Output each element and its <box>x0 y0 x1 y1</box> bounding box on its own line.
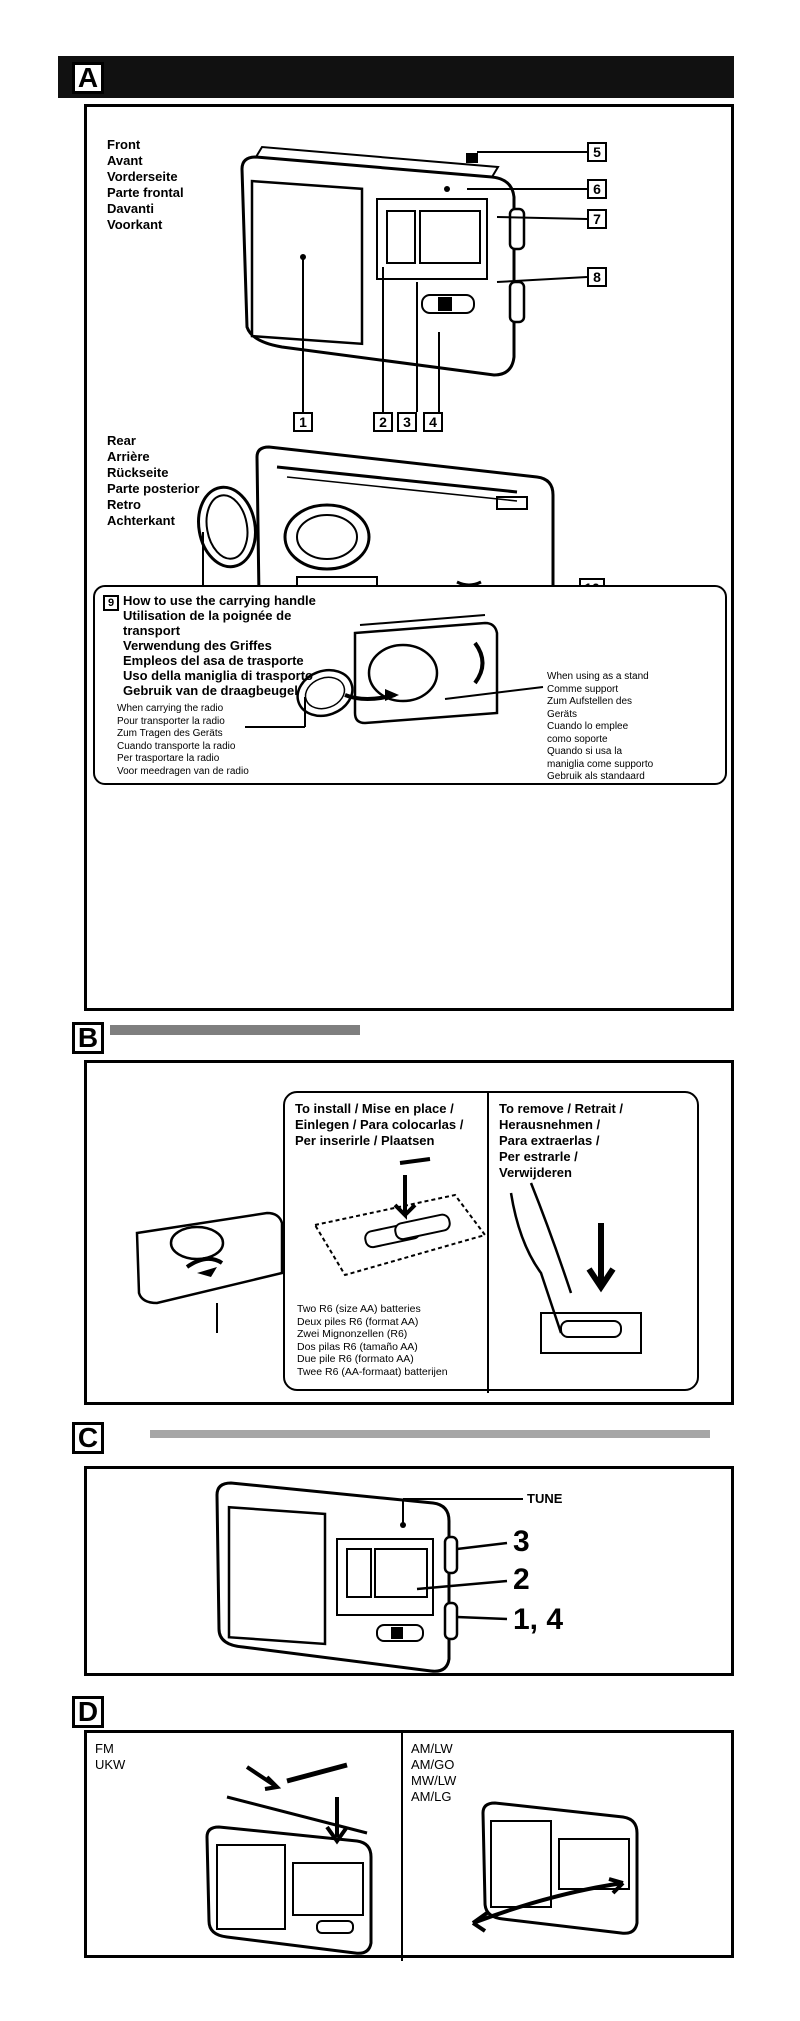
handle-stand-text: When using as a stand Comme support Zum … <box>547 671 654 782</box>
install-title: To install / Mise en place / Einlegen / … <box>295 1101 464 1148</box>
install-battery-illustration <box>313 1157 487 1277</box>
section-d-letter: D <box>72 1696 104 1728</box>
callout-1: 1 <box>293 412 313 432</box>
section-b-letter: B <box>72 1022 104 1054</box>
tuning-callout-lines <box>402 1498 523 1621</box>
callout-5: 5 <box>587 142 607 162</box>
section-d-panel: FM UKW AM/LW AM/GO MW/LW AM/LG <box>84 1730 734 1961</box>
remove-title: To remove / Retrait / Herausnehmen / Par… <box>499 1101 624 1180</box>
tuning-step-3: 3 <box>513 1525 530 1558</box>
install-remove-divider <box>487 1093 489 1393</box>
section-b-scan-noise <box>110 1025 360 1035</box>
callout-3: 3 <box>397 412 417 432</box>
callout-8: 8 <box>587 267 607 287</box>
radio-front-illustration <box>240 145 526 377</box>
handle-illustration <box>296 614 499 725</box>
section-c-panel: TUNE 3 2 1, 4 <box>84 1466 734 1676</box>
callout-7: 7 <box>587 209 607 229</box>
callout-4: 4 <box>423 412 443 432</box>
section-a-letter: A <box>72 62 104 94</box>
fm-am-divider <box>401 1733 403 1961</box>
section-a-header-bar <box>58 56 734 98</box>
battery-compartment-illustration <box>135 1211 284 1333</box>
am-labels: AM/LW AM/GO MW/LW AM/LG <box>411 1741 457 1804</box>
section-c-scan-noise <box>150 1430 710 1438</box>
remove-battery-illustration <box>509 1182 642 1354</box>
front-callout-lines <box>302 151 588 412</box>
section-b-panel: To install / Mise en place / Einlegen / … <box>84 1060 734 1405</box>
tune-label: TUNE <box>527 1491 563 1506</box>
section-c-letter: C <box>72 1422 104 1454</box>
handle-carry-text: When carrying the radio Pour transporter… <box>117 703 249 777</box>
rear-labels: Rear Arrière Rückseite Parte posterior R… <box>107 433 200 528</box>
handle-title: How to use the carrying handle Utilisati… <box>123 593 316 698</box>
callout-9: 9 <box>103 595 119 611</box>
am-orientation-illustration <box>471 1801 639 1935</box>
tuning-step-1-4: 1, 4 <box>513 1603 564 1636</box>
fm-antenna-illustration <box>205 1762 373 1955</box>
tuning-step-2: 2 <box>513 1563 530 1596</box>
fm-labels: FM UKW <box>95 1741 126 1772</box>
carrying-handle-box: 9 How to use the carrying handle Utilisa… <box>93 585 727 785</box>
section-a-panel: Front Avant Vorderseite Parte frontal Da… <box>84 104 734 1011</box>
handle-pointer-lines <box>245 686 544 728</box>
radio-tuning-illustration <box>215 1481 459 1673</box>
callout-2: 2 <box>373 412 393 432</box>
callout-6: 6 <box>587 179 607 199</box>
front-labels: Front Avant Vorderseite Parte frontal Da… <box>107 137 184 232</box>
install-box: To install / Mise en place / Einlegen / … <box>283 1091 699 1393</box>
battery-text: Two R6 (size AA) batteries Deux piles R6… <box>297 1303 448 1378</box>
